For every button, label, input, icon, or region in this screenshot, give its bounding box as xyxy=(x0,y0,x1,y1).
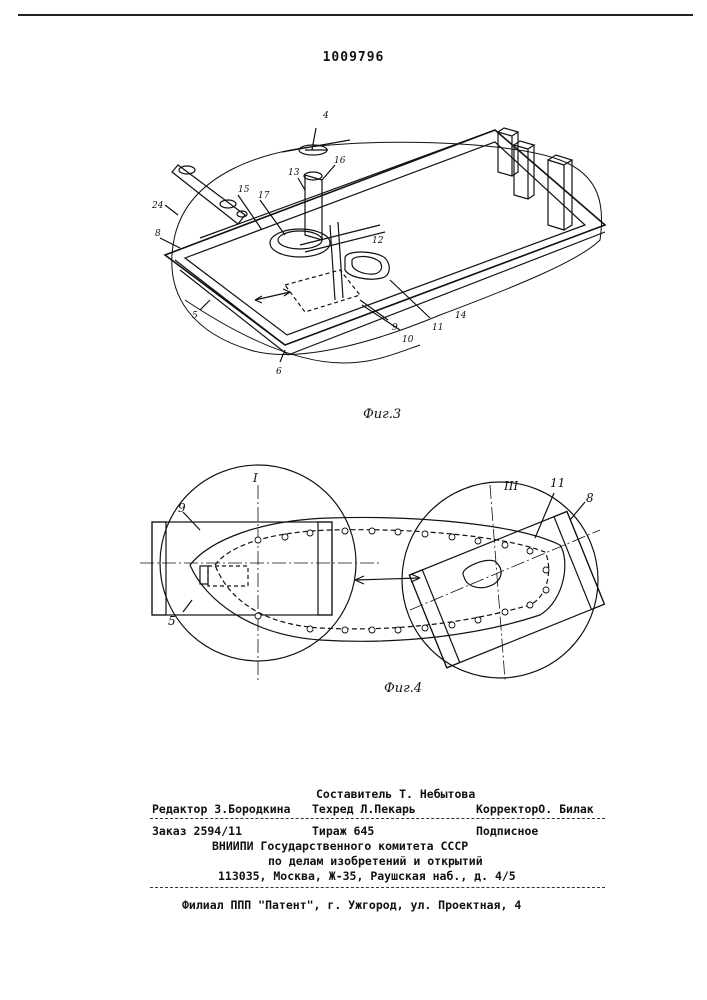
fig3-label-10: 10 xyxy=(402,335,414,345)
imprint-order: Заказ 2594/11 xyxy=(152,824,242,838)
fig4-label-pos-3: III xyxy=(503,479,518,493)
centerline-3 xyxy=(410,485,600,680)
dashed-area xyxy=(285,270,360,312)
fig3-label-13: 13 xyxy=(288,168,300,178)
fig3-label-12: 12 xyxy=(372,236,384,246)
fig4-label-9: 9 xyxy=(178,501,186,515)
fig3-label-11: 11 xyxy=(432,323,443,333)
imprint-circulation: Тираж 645 xyxy=(312,824,374,838)
double-arrow xyxy=(255,289,290,303)
arm-hole-1 xyxy=(179,166,195,174)
imprint-branch: Филиал ППП "Патент", г. Ужгород, ул. Про… xyxy=(182,898,521,912)
imprint-divider-2 xyxy=(150,887,605,888)
slide-rod xyxy=(300,222,385,300)
centerline-1 xyxy=(140,485,380,680)
fig4-label-5: 5 xyxy=(168,614,176,628)
fig3-label-16: 16 xyxy=(334,156,346,166)
imprint-institute: ВНИИПИ Государственного комитета СССР xyxy=(212,839,468,853)
fig3-label-24: 24 xyxy=(151,201,164,211)
fig4-label-11: 11 xyxy=(550,476,565,490)
imprint-address: 113035, Москва, Ж-35, Раушская наб., д. … xyxy=(218,869,516,883)
fig3-label-8: 8 xyxy=(155,229,161,239)
imprint-compiler: Составитель Т. Небытова xyxy=(316,787,475,801)
platform-frame xyxy=(165,130,605,345)
arm-hole-2 xyxy=(220,200,236,208)
fig4-label-8: 8 xyxy=(586,491,594,505)
arm-hole-3 xyxy=(237,211,247,217)
hull-outline xyxy=(172,142,602,354)
fig3-caption: Фиг.3 xyxy=(363,407,401,422)
fig3-label-9: 9 xyxy=(392,323,398,333)
fig4-label-pos-1: I xyxy=(252,471,258,485)
fig3-label-4: 4 xyxy=(322,111,329,121)
imprint-affairs: по делам изобретений и открытий xyxy=(268,854,483,868)
platform-rail-back xyxy=(200,130,495,238)
hatch-9 xyxy=(200,566,208,584)
fig3-label-5: 5 xyxy=(192,311,198,321)
imprint-corrector: КорректорО. Билак xyxy=(476,802,594,816)
column-top xyxy=(282,128,350,152)
fig3-label-15: 15 xyxy=(238,185,250,195)
position-circle-3 xyxy=(402,482,598,678)
platform-rail-front xyxy=(175,232,605,355)
fig4-caption: Фиг.4 xyxy=(384,681,422,696)
imprint-subscription: Подписное xyxy=(476,824,538,838)
imprint-divider-1 xyxy=(150,818,605,819)
fig3-label-14: 14 xyxy=(455,311,467,321)
fig4-double-arrow xyxy=(355,574,420,584)
imprint-editor: Редактор З.Бородкина xyxy=(152,802,290,816)
platform-pos-3 xyxy=(409,511,604,667)
fig3-label-17: 17 xyxy=(258,191,270,201)
fig3-label-6: 6 xyxy=(276,367,282,377)
imprint-techred: Техред Л.Пекарь xyxy=(312,802,416,816)
